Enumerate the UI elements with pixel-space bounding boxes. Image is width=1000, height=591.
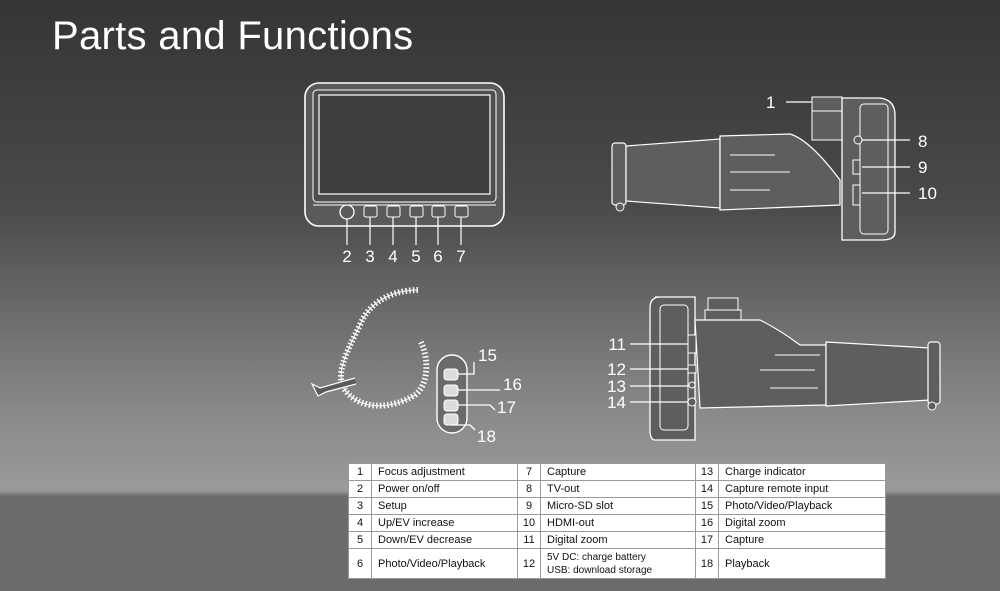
remote-mode-button-icon	[443, 368, 459, 381]
part-label: Micro-SD slot	[540, 497, 696, 515]
part-label-line2: USB: download storage	[547, 564, 653, 576]
callout-16: 16	[503, 375, 522, 394]
part-label: Photo/Video/Playback	[371, 548, 518, 579]
scope-side-view-left	[630, 296, 941, 441]
callout-8: 8	[918, 132, 927, 151]
part-label: Focus adjustment	[371, 463, 518, 481]
part-label-line1: 5V DC: charge battery	[547, 551, 646, 563]
callout-14: 14	[607, 393, 626, 412]
callout-1: 1	[766, 93, 775, 112]
callout-4: 4	[388, 247, 397, 266]
part-label: Photo/Video/Playback	[718, 497, 886, 515]
part-label: Digital zoom	[718, 514, 886, 532]
callout-18: 18	[477, 427, 496, 446]
part-number: 17	[695, 531, 719, 549]
part-label: Capture	[540, 463, 696, 481]
callout-11: 11	[608, 335, 626, 354]
part-number: 4	[348, 514, 372, 532]
part-number: 6	[348, 548, 372, 579]
part-number: 16	[695, 514, 719, 532]
table-row: 6 Photo/Video/Playback 12 5V DC: charge …	[348, 548, 886, 579]
table-row: 1 Focus adjustment 7 Capture 13 Charge i…	[348, 463, 886, 481]
part-number: 18	[695, 548, 719, 579]
part-label: Setup	[371, 497, 518, 515]
page-title: Parts and Functions	[52, 14, 414, 58]
scope-side-view-right	[611, 96, 910, 241]
table-row: 2 Power on/off 8 TV-out 14 Capture remot…	[348, 480, 886, 498]
part-number: 9	[517, 497, 541, 515]
callout-13: 13	[607, 377, 626, 396]
remote-zoom-button-icon	[443, 384, 459, 397]
part-number: 10	[517, 514, 541, 532]
part-label: Digital zoom	[540, 531, 696, 549]
part-label: Power on/off	[371, 480, 518, 498]
part-label: Up/EV increase	[371, 514, 518, 532]
remote-control	[310, 287, 500, 434]
callout-5: 5	[411, 247, 420, 266]
part-number: 1	[348, 463, 372, 481]
table-row: 3 Setup 9 Micro-SD slot 15 Photo/Video/P…	[348, 497, 886, 515]
part-label: Charge indicator	[718, 463, 886, 481]
part-label: Capture remote input	[718, 480, 886, 498]
part-label: Capture	[718, 531, 886, 549]
callout-17: 17	[497, 398, 516, 417]
part-label: TV-out	[540, 480, 696, 498]
part-label: 5V DC: charge battery USB: download stor…	[540, 548, 696, 579]
monitor-callouts: 2 3 4 5 6 7	[342, 247, 465, 266]
callout-9: 9	[918, 158, 927, 177]
table-row: 5 Down/EV decrease 11 Digital zoom 17 Ca…	[348, 531, 886, 549]
part-number: 11	[517, 531, 541, 549]
callout-10: 10	[918, 184, 937, 203]
part-label: Down/EV decrease	[371, 531, 518, 549]
scope-left-callouts: 11 12 13 14	[607, 335, 626, 412]
remote-capture-button-icon	[443, 399, 459, 412]
callout-6: 6	[433, 247, 442, 266]
part-number: 12	[517, 548, 541, 579]
part-label: HDMI-out	[540, 514, 696, 532]
part-number: 2	[348, 480, 372, 498]
scope-side-callouts: 1 8 9 10	[766, 93, 937, 203]
part-number: 7	[517, 463, 541, 481]
part-number: 13	[695, 463, 719, 481]
callout-2: 2	[342, 247, 351, 266]
remote-callouts: 15 16 17 18	[477, 346, 522, 446]
callout-3: 3	[365, 247, 374, 266]
callout-12: 12	[607, 360, 626, 379]
part-number: 15	[695, 497, 719, 515]
remote-playback-button-icon	[443, 413, 459, 426]
part-number: 5	[348, 531, 372, 549]
part-number: 14	[695, 480, 719, 498]
callout-15: 15	[478, 346, 497, 365]
part-number: 3	[348, 497, 372, 515]
parts-table: 1 Focus adjustment 7 Capture 13 Charge i…	[348, 463, 886, 579]
monitor-front-view	[304, 82, 505, 245]
part-number: 8	[517, 480, 541, 498]
table-row: 4 Up/EV increase 10 HDMI-out 16 Digital …	[348, 514, 886, 532]
coiled-cable	[338, 287, 430, 409]
part-label: Playback	[718, 548, 886, 579]
callout-7: 7	[456, 247, 465, 266]
